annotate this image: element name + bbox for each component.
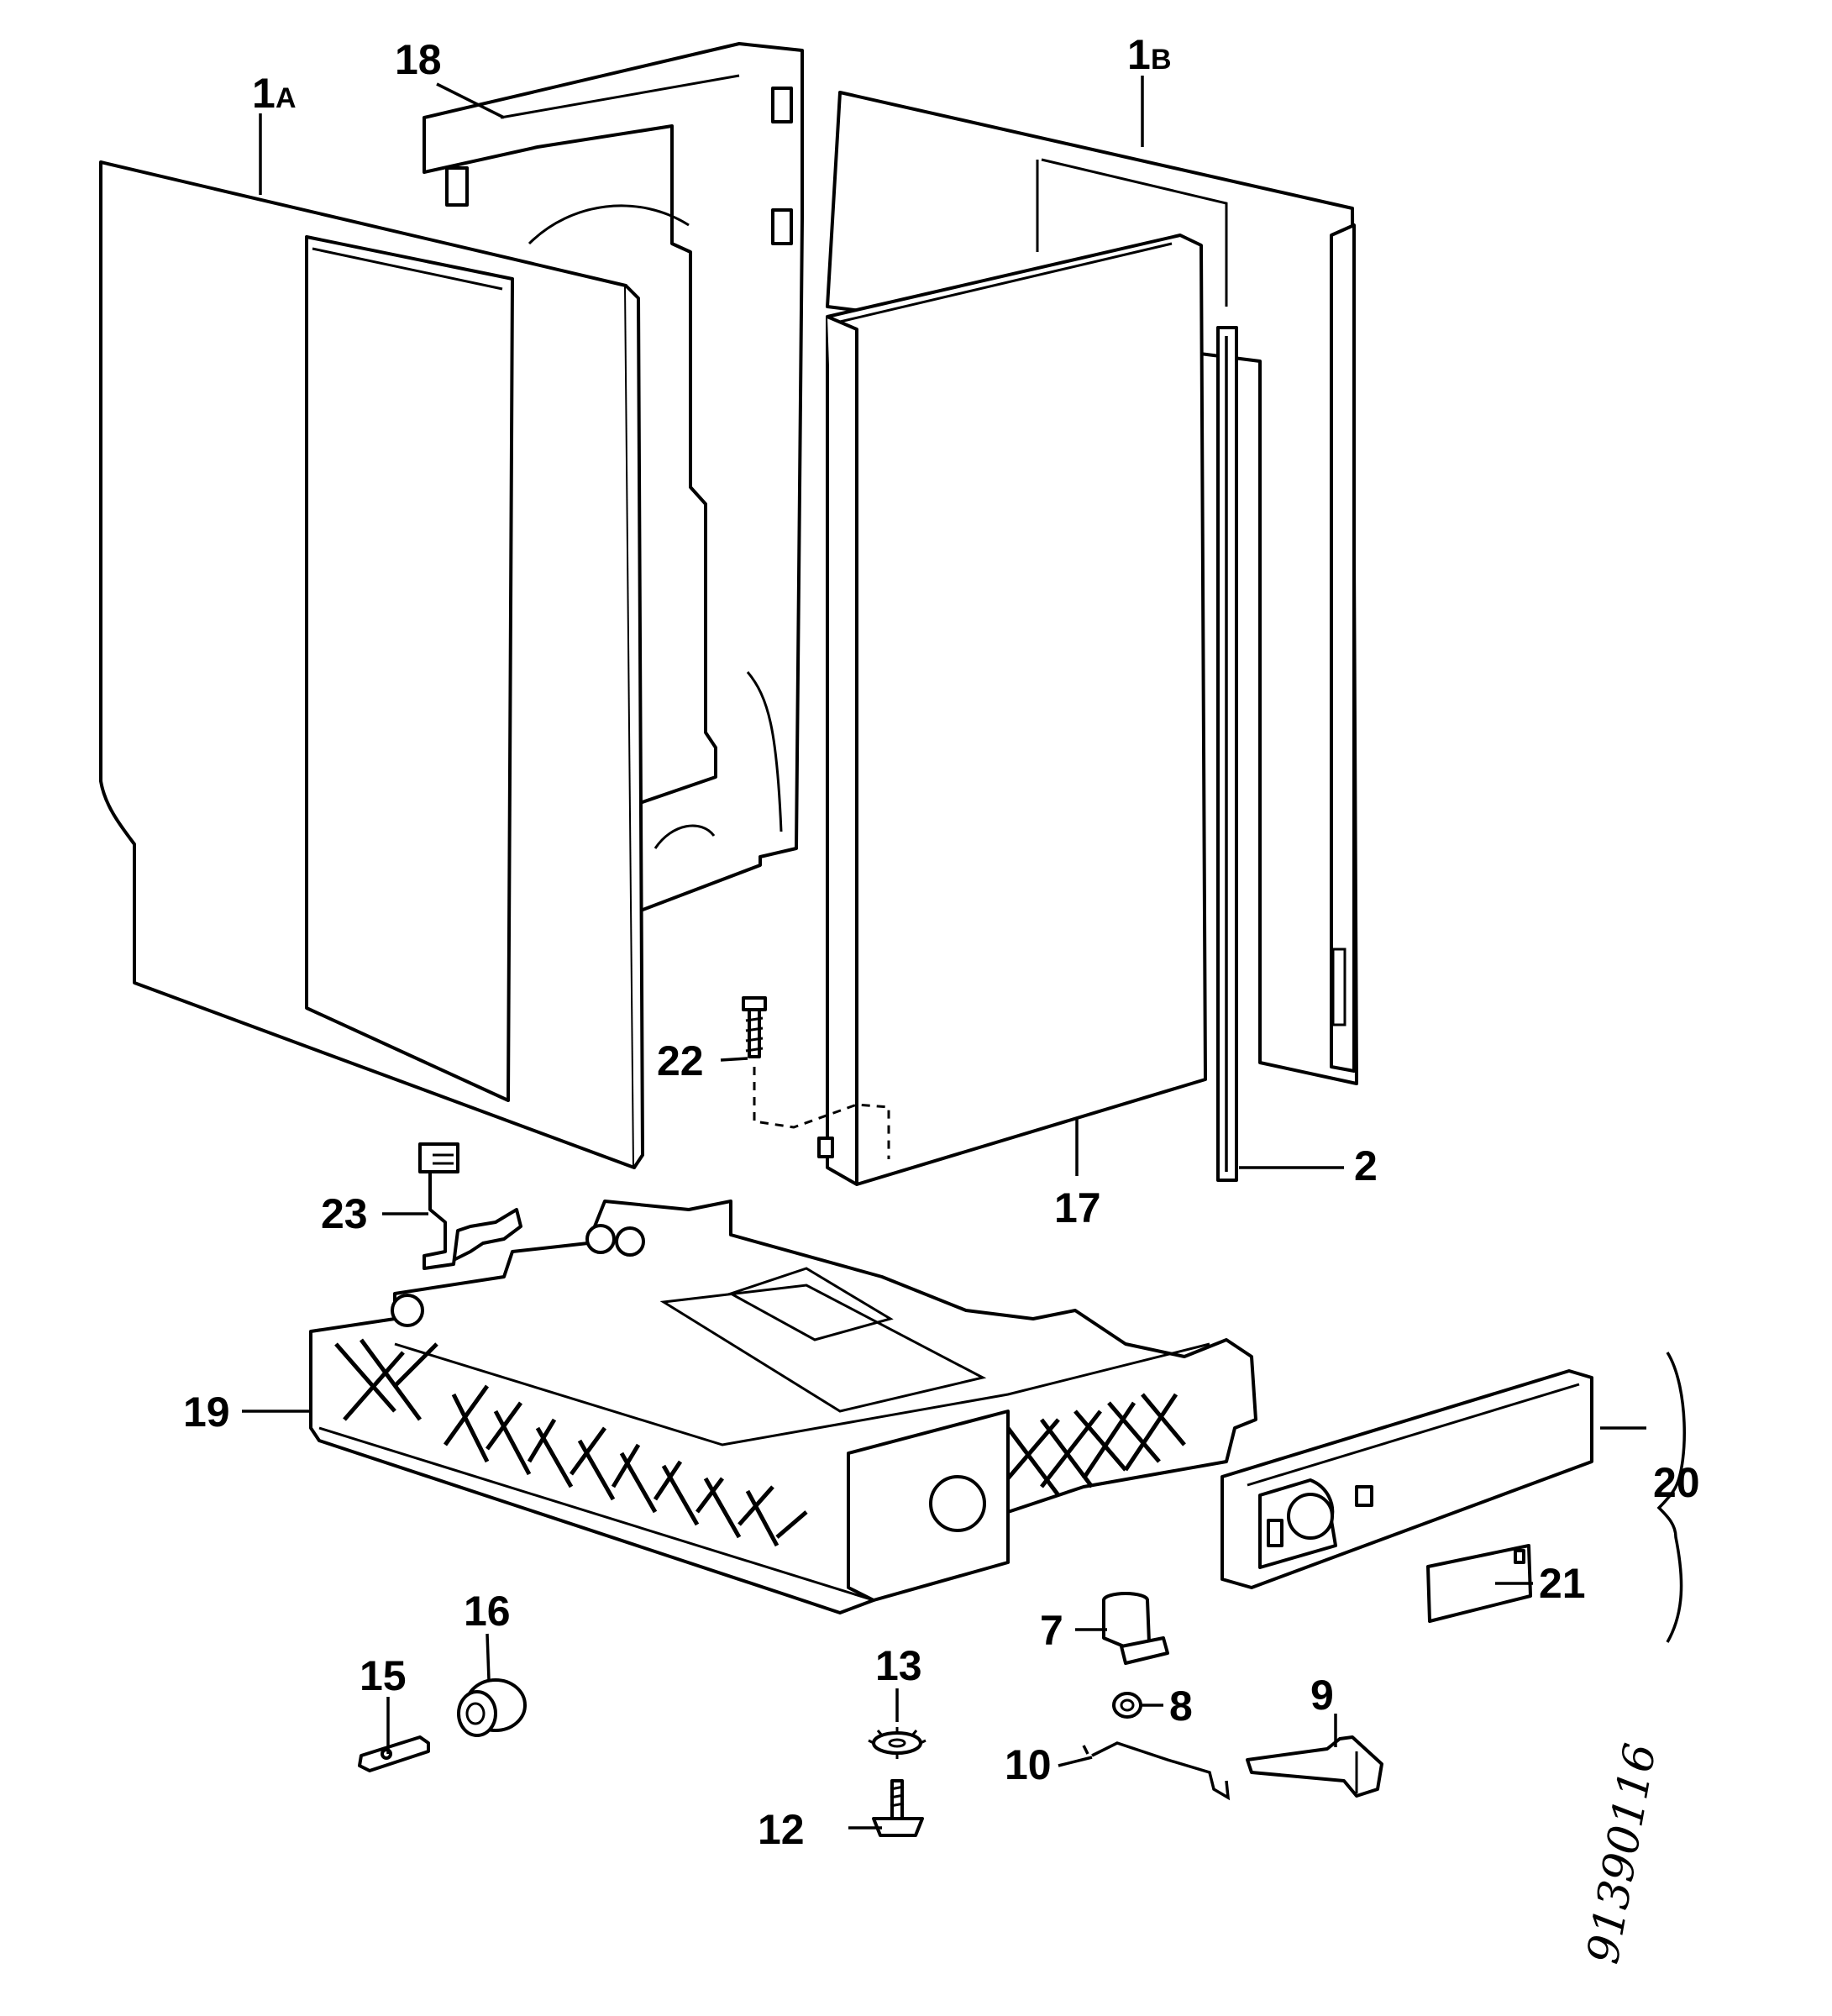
part-19-base [309, 1200, 1257, 1614]
label-7: 7 [1040, 1607, 1063, 1654]
part-12-foot [872, 1779, 924, 1837]
label-21: 21 [1539, 1560, 1586, 1607]
leader-lines [242, 76, 1686, 1830]
label-19: 19 [183, 1389, 230, 1436]
label-20: 20 [1653, 1459, 1700, 1506]
label-8: 8 [1169, 1683, 1193, 1730]
part-16-roller [457, 1678, 527, 1737]
part-10-wire [1082, 1741, 1231, 1801]
label-1b-number: 1 [1127, 31, 1151, 78]
part-9-bracket [1246, 1735, 1383, 1798]
part-8-nut [1112, 1692, 1142, 1719]
label-1b-suffix: B [1151, 44, 1172, 76]
part-23-clip [418, 1142, 522, 1270]
label-12: 12 [758, 1806, 805, 1853]
part-17-front-panel [817, 234, 1207, 1186]
part-21-label [1426, 1544, 1532, 1623]
part-13-washer [868, 1727, 926, 1759]
part-22-screw [742, 996, 890, 1159]
part-1a-side-panel [99, 160, 644, 1169]
drawing-code: 91390116 [1578, 1740, 1667, 1967]
label-9: 9 [1310, 1672, 1334, 1719]
label-17: 17 [1054, 1184, 1101, 1231]
label-2: 2 [1354, 1142, 1378, 1189]
label-23: 23 [321, 1190, 368, 1237]
part-18-rear-frame [423, 42, 804, 917]
label-15: 15 [360, 1652, 407, 1699]
label-22: 22 [657, 1037, 704, 1084]
part-15-plate [358, 1735, 430, 1772]
label-18: 18 [395, 36, 442, 83]
part-7-block [1102, 1592, 1169, 1665]
part-20-kickplate [1220, 1369, 1593, 1589]
label-1a-number: 1 [252, 70, 276, 117]
label-16: 16 [464, 1588, 511, 1635]
label-13: 13 [875, 1642, 922, 1689]
part-2-seal-strip [1216, 326, 1238, 1182]
label-1a-suffix: A [276, 82, 297, 114]
label-10: 10 [1005, 1741, 1052, 1788]
